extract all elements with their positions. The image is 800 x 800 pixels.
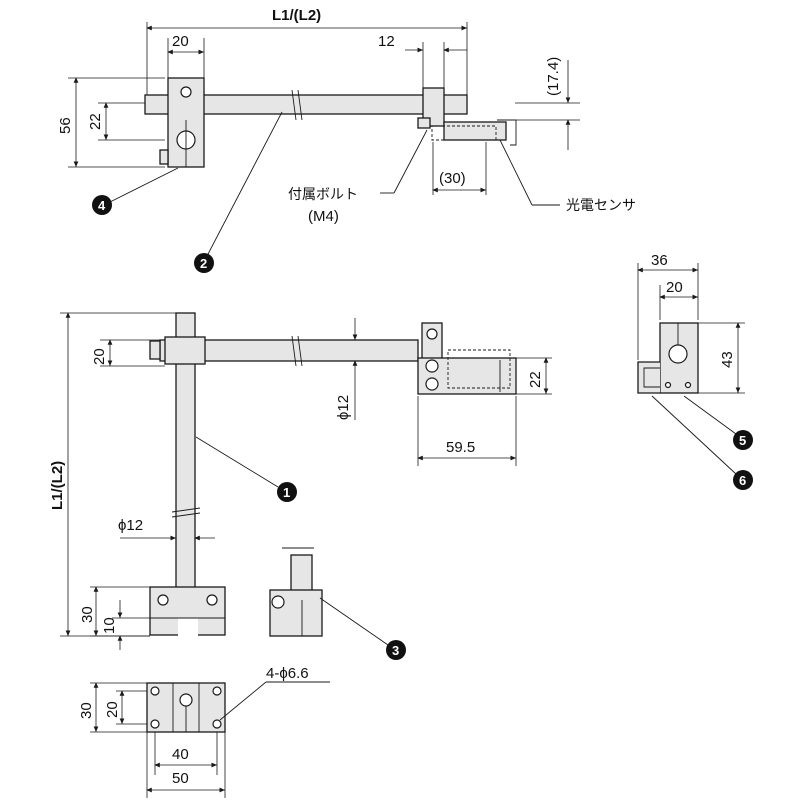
dim-base-height: 30 [79, 606, 96, 623]
dim-side-width: 36 [651, 252, 668, 269]
svg-text:4: 4 [98, 198, 106, 213]
label-bolt-size: (M4) [308, 208, 339, 225]
dim-base-step: 10 [101, 617, 118, 634]
dim-top-hole-height: 22 [87, 113, 104, 130]
side-view: 36 20 43 5 6 [637, 252, 753, 490]
front-view: 20 ϕ12 22 59.5 L1/(L2) ϕ12 30 10 [49, 312, 552, 650]
dim-top-offset-right: (17.4) [545, 57, 562, 96]
top-view: L1/(L2) 20 12 (17.4) 56 22 [57, 7, 636, 273]
top-sensor [443, 121, 507, 141]
top-rod [144, 94, 468, 115]
dim-base-plate-h-inner: 20 [104, 701, 121, 718]
callout-5 [733, 430, 753, 450]
svg-text:1: 1 [283, 485, 290, 500]
detail-3: 3 [269, 547, 406, 660]
dim-base-plate-h: 30 [78, 702, 95, 719]
dim-top-bracket-offset: 12 [378, 33, 395, 50]
base-plan-view: 30 20 40 50 4-ϕ6.6 [78, 665, 330, 798]
svg-text:2: 2 [200, 256, 207, 271]
dim-base-width: 50 [172, 770, 189, 787]
dim-front-rod-dia: ϕ12 [335, 395, 352, 420]
callout-6 [733, 470, 753, 490]
dim-front-rod-spacing: 20 [91, 348, 108, 365]
dim-vertical-length: L1/(L2) [49, 461, 66, 510]
dim-top-sensor-width: (30) [439, 170, 466, 187]
dim-top-height: 56 [57, 117, 74, 134]
dim-front-sensor-height: 22 [527, 371, 544, 388]
label-bolt: 付属ボルト [288, 187, 358, 203]
svg-text:3: 3 [392, 643, 399, 658]
callout-1 [277, 482, 297, 502]
label-sensor: 光電センサ [566, 198, 636, 214]
dim-base-holes: 4-ϕ6.6 [266, 665, 309, 682]
dim-vertical-rod-dia: ϕ12 [118, 517, 143, 534]
svg-text:6: 6 [739, 473, 746, 488]
dim-side-height: 43 [719, 351, 736, 368]
callout-3 [386, 640, 406, 660]
dim-top-clamp-width: 20 [172, 33, 189, 50]
dim-base-hole-spacing: 40 [172, 746, 189, 763]
dim-front-sensor-length: 59.5 [446, 439, 475, 456]
callout-2 [194, 253, 214, 273]
callout-4 [92, 195, 112, 215]
dim-side-inner: 20 [666, 279, 683, 296]
svg-text:5: 5 [739, 433, 746, 448]
cross-clamp [164, 336, 206, 365]
dim-top-length: L1/(L2) [272, 7, 321, 24]
